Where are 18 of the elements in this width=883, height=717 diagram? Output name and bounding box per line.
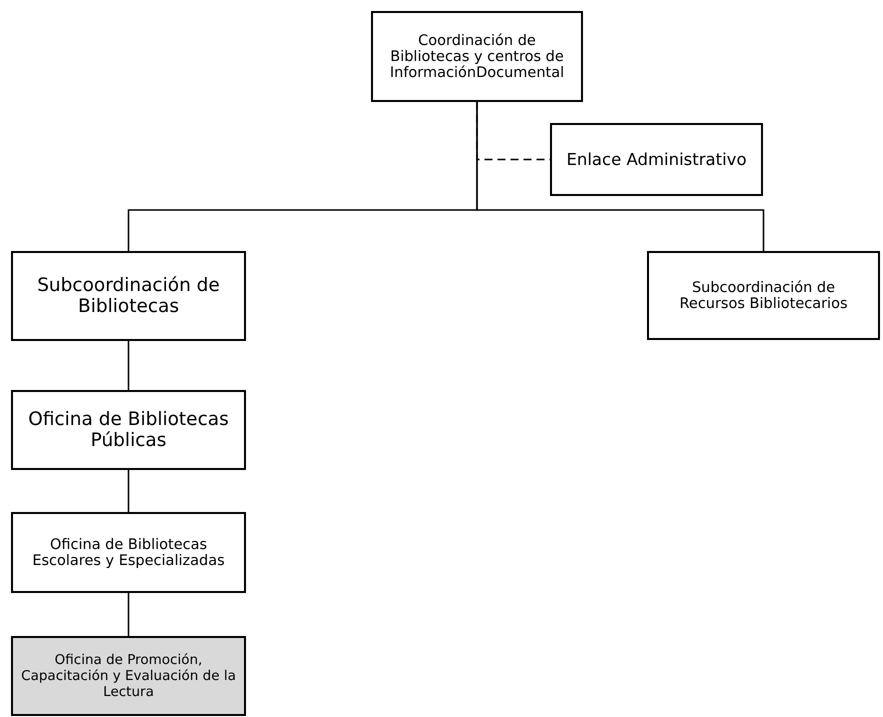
connector-line — [128, 470, 130, 512]
box-label: Subcoordinación de Recursos Bibliotecarios — [678, 280, 849, 312]
box-label: Oficina de Bibliotecas Públicas — [27, 409, 230, 451]
box-label: Oficina de Bibliotecas Escolares y Especializadas — [31, 536, 226, 568]
box-label: Subcoordinación de Bibliotecas — [36, 275, 221, 317]
org-box — [371, 11, 583, 102]
org-box — [11, 636, 246, 716]
box-label: Coordinación de Bibliotecas y centros de InformaciónDocumental — [388, 32, 566, 80]
org-box — [11, 390, 246, 470]
org-box — [11, 512, 246, 593]
connector-line — [476, 102, 764, 251]
box-label: Enlace Administrativo — [566, 150, 747, 169]
org-box — [11, 251, 246, 341]
org-box — [550, 123, 763, 196]
box-label: Oficina de Promoción, Capacitación y Evaluación de la Lectura — [21, 652, 236, 700]
connector-line — [128, 593, 130, 636]
connector-line — [128, 341, 130, 390]
org-box — [647, 251, 880, 340]
